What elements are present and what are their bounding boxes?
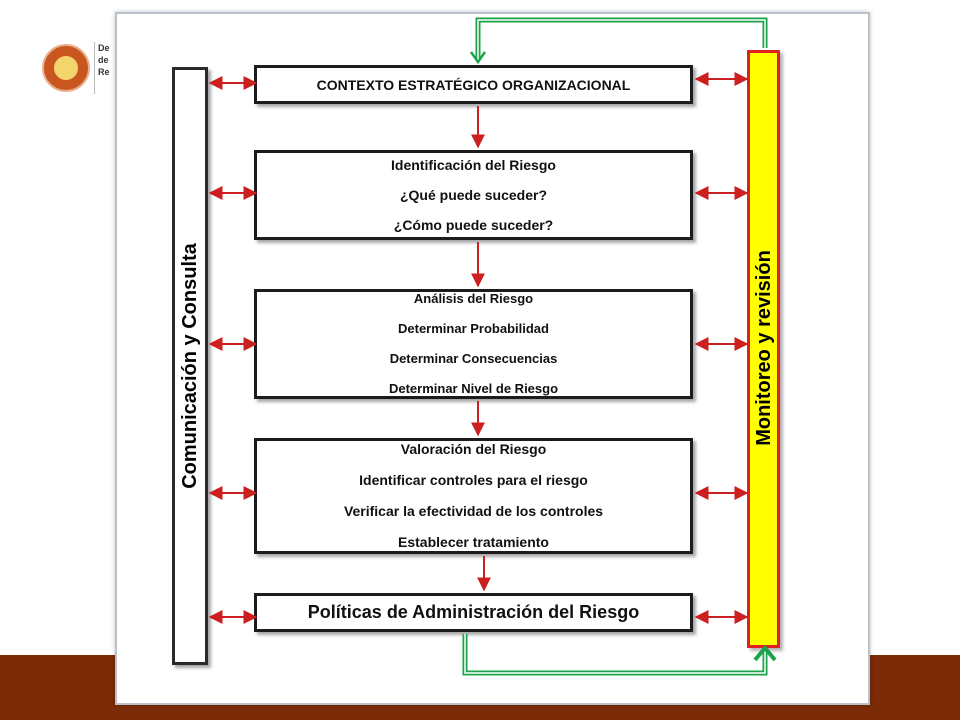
- header-logo-text: De de Re: [94, 42, 120, 94]
- step-evaluation-title: Valoración del Riesgo: [400, 441, 547, 457]
- communication-bar: [172, 67, 208, 665]
- step-analysis-line-3: Determinar Consecuencias: [389, 351, 558, 366]
- step-identification-line-2: ¿Qué puede suceder?: [399, 187, 548, 203]
- step-analysis: Análisis del Riesgo Determinar Probabili…: [254, 289, 693, 399]
- step-policies: Políticas de Administración del Riesgo: [254, 593, 693, 632]
- step-evaluation-line-2: Identificar controles para el riesgo: [359, 472, 588, 488]
- step-analysis-title: Análisis del Riesgo: [413, 291, 534, 306]
- step-context: CONTEXTO ESTRATÉGICO ORGANIZACIONAL: [254, 65, 693, 104]
- step-evaluation-line-3: Verificar la efectividad de los controle…: [343, 503, 604, 519]
- feedback-loop-top: [475, 17, 768, 60]
- step-analysis-line-2: Determinar Probabilidad: [398, 321, 549, 336]
- monitoring-bar: [747, 50, 780, 648]
- step-identification-title: Identificación del Riesgo: [391, 157, 556, 173]
- logo-emblem: [54, 56, 78, 80]
- step-evaluation: Valoración del Riesgo Identificar contro…: [254, 438, 693, 554]
- step-identification-line-3: ¿Cómo puede suceder?: [393, 217, 554, 233]
- feedback-loop-bottom: [462, 634, 768, 676]
- coat-of-arms-logo: [42, 44, 90, 92]
- step-analysis-line-4: Determinar Nivel de Riesgo: [388, 381, 559, 396]
- feedback-loop-bottom-arrowhead: [753, 644, 777, 662]
- step-context-line-1: CONTEXTO ESTRATÉGICO ORGANIZACIONAL: [316, 76, 631, 93]
- feedback-loop-top-arrowhead: [469, 51, 487, 65]
- step-policies-line-1: Políticas de Administración del Riesgo: [307, 602, 640, 622]
- step-identification: Identificación del Riesgo ¿Qué puede suc…: [254, 150, 693, 240]
- step-evaluation-line-4: Establecer tratamiento: [398, 534, 549, 550]
